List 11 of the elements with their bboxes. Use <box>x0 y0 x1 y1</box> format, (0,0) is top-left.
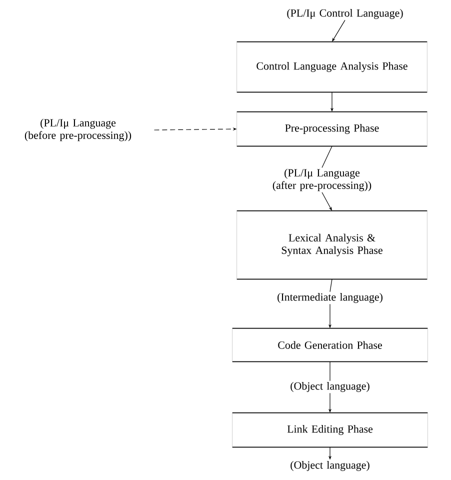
language-label: (PL/Iμ Language (after pre-processing)) <box>272 168 372 192</box>
phase-box: Code Generation Phase <box>232 328 428 362</box>
language-label: (PL/Iμ Control Language) <box>287 9 403 19</box>
phase-box: Link Editing Phase <box>232 412 428 448</box>
phase-box: Pre-processing Phase <box>236 111 428 147</box>
language-label: (Intermediate language) <box>278 293 382 303</box>
language-label: (Object language) <box>290 461 370 471</box>
phase-box: Control Language Analysis Phase <box>236 41 428 93</box>
phase-box: Lexical Analysis & Syntax Analysis Phase <box>236 210 428 280</box>
language-label: (PL/Iμ Language (before pre-processing)) <box>24 118 132 142</box>
language-label: (Object language) <box>290 382 370 392</box>
